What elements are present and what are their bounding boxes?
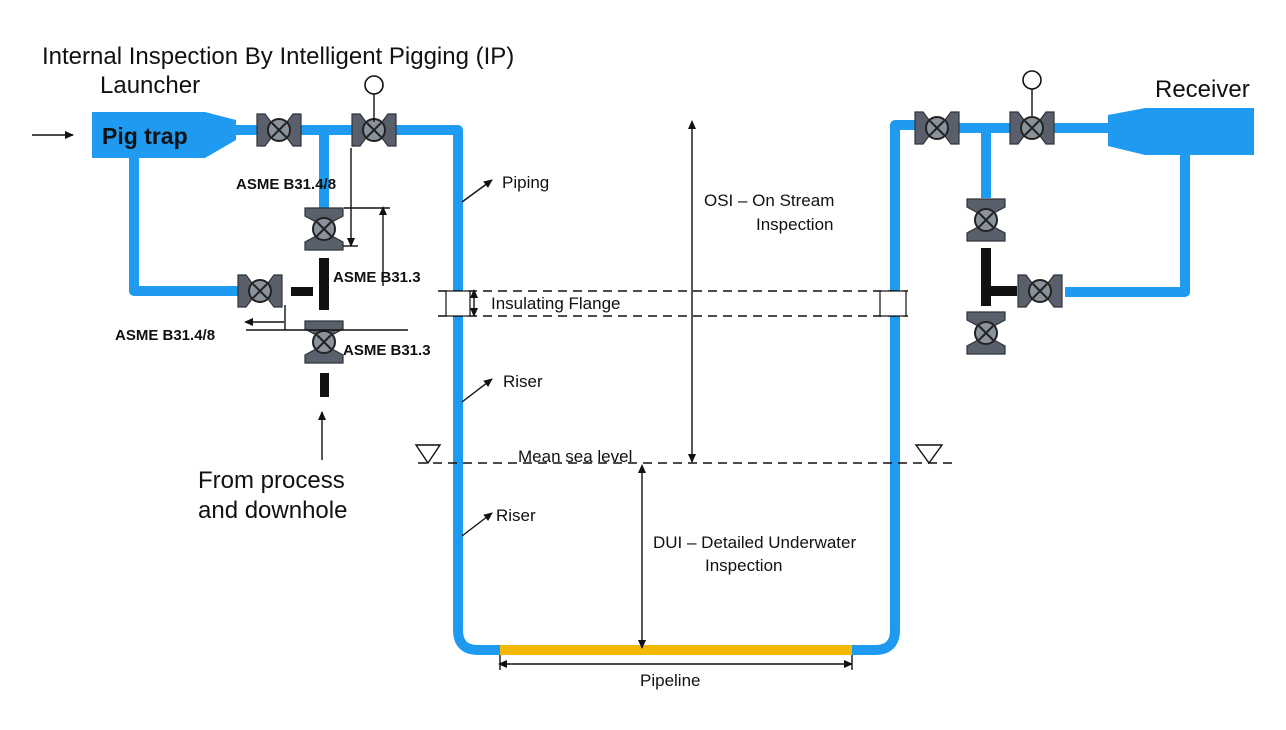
from-process-line2: and downhole — [198, 497, 347, 524]
valve-launcher-2-icon — [351, 113, 397, 147]
receiver-tee-horizontal — [985, 286, 1017, 296]
black-spools — [291, 248, 1017, 397]
receiver-main-riser — [852, 120, 915, 655]
valve-receiver-lower-icon — [966, 311, 1006, 355]
flange-left — [445, 290, 471, 317]
valve-receiver-return-icon — [1017, 274, 1063, 308]
valve-branch-lower-icon — [304, 320, 344, 364]
valve-receiver-upper-icon — [966, 198, 1006, 242]
pipeline-label: Pipeline — [640, 671, 701, 690]
annotation-lines — [32, 120, 955, 670]
riser-lower-pointer — [461, 512, 493, 537]
spool-vertical-top — [319, 258, 329, 310]
asme-b31-4-8-bottom-label: ASME B31.4/8 — [115, 327, 215, 344]
text-labels: Internal Inspection By Intelligent Piggi… — [42, 43, 1250, 690]
valve-branch-upper-icon — [304, 207, 344, 251]
asme-b31-3-top-label: ASME B31.3 — [333, 269, 421, 286]
gauge-launcher-icon — [364, 75, 384, 95]
asme-b31-3-bottom-label: ASME B31.3 — [343, 342, 431, 359]
flange-right — [879, 290, 907, 317]
launcher-main-pipe — [232, 125, 500, 655]
riser-upper-pointer — [461, 378, 493, 403]
pig-trap-barrel — [92, 112, 236, 158]
receiver-label: Receiver — [1155, 76, 1250, 103]
diagram-title: Internal Inspection By Intelligent Piggi… — [42, 43, 514, 70]
sea-level-left-icon — [414, 444, 442, 465]
receiver-barrel — [1108, 108, 1254, 155]
piping-pointer — [461, 179, 493, 203]
sea-level-right-icon — [914, 444, 944, 465]
receiver-tee-vertical — [981, 248, 991, 306]
osi-label-line2: Inspection — [756, 215, 834, 234]
dui-label-line1: DUI – Detailed Underwater — [653, 533, 856, 552]
mean-sea-level-label: Mean sea level — [518, 447, 632, 466]
piping-label: Piping — [502, 173, 549, 192]
valve-launcher-1-icon — [256, 113, 302, 147]
from-process-line1: From process — [198, 467, 345, 494]
dui-label-line2: Inspection — [705, 556, 783, 575]
valves — [237, 111, 1063, 364]
valve-receiver-2-icon — [1009, 111, 1055, 145]
gauge-receiver-icon — [1022, 70, 1042, 90]
pressure-gauges — [364, 70, 1042, 122]
valve-receiver-1-icon — [914, 111, 960, 145]
insulating-flange-label: Insulating Flange — [491, 294, 620, 313]
receiver-return-line — [1065, 155, 1190, 297]
spool-horizontal-left — [291, 287, 313, 296]
pig-trap-label: Pig trap — [102, 123, 188, 149]
valve-kicker-icon — [237, 274, 283, 308]
piping-network — [92, 108, 1254, 655]
kicker-line — [129, 158, 242, 296]
riser-upper-label: Riser — [503, 372, 543, 391]
spool-bottom — [320, 373, 329, 397]
launcher-label: Launcher — [100, 72, 200, 99]
asme-b31-4-8-top-label: ASME B31.4/8 — [236, 176, 336, 193]
riser-lower-label: Riser — [496, 506, 536, 525]
osi-label-line1: OSI – On Stream — [704, 191, 834, 210]
